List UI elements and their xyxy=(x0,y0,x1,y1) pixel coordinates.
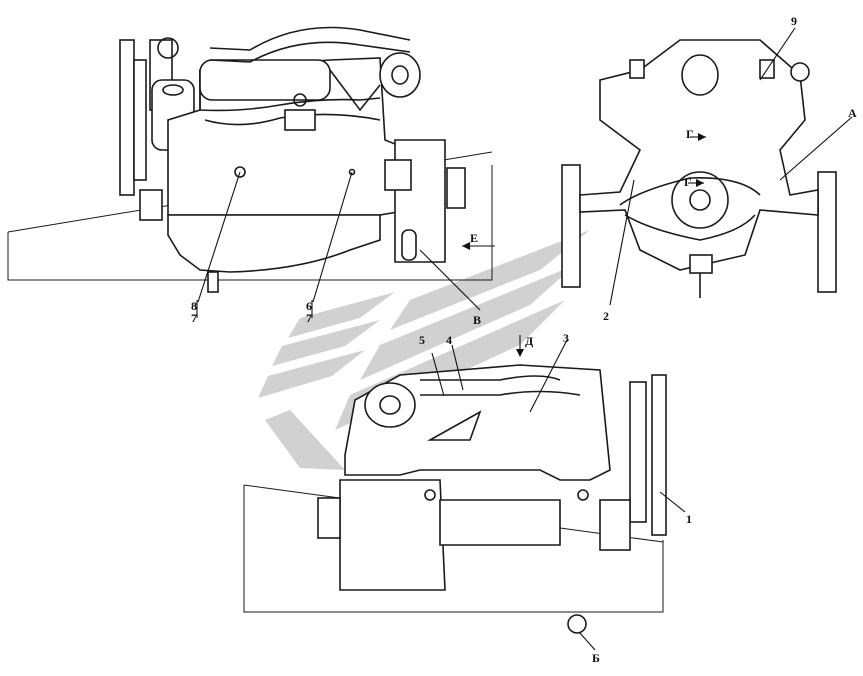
callout-8: 8 xyxy=(191,299,197,313)
callout-E: Е xyxy=(470,231,478,245)
callout-V: В xyxy=(473,313,481,327)
callout-1: 1 xyxy=(686,512,692,526)
callout-7-left: 7 xyxy=(191,311,197,325)
engine-side-view-right xyxy=(243,335,686,651)
callout-5: 5 xyxy=(419,333,425,347)
callout-D: Д xyxy=(525,334,534,348)
callout-B: Б xyxy=(592,651,600,665)
callout-labels: 1 2 3 4 5 6 7 8 7 9 А Б В Г Г Д Е xyxy=(191,14,857,665)
callout-2: 2 xyxy=(603,309,609,323)
callout-6: 6 xyxy=(306,299,312,313)
engine-side-view-left xyxy=(7,26,495,318)
callout-G-upper: Г xyxy=(686,127,694,141)
callout-9: 9 xyxy=(791,14,797,28)
callout-A: А xyxy=(848,106,857,120)
engine-front-view xyxy=(561,27,853,306)
callout-3: 3 xyxy=(563,331,569,345)
callout-7-right: 7 xyxy=(306,311,312,325)
callout-4: 4 xyxy=(446,333,452,347)
callout-G-lower: Г xyxy=(684,175,692,189)
